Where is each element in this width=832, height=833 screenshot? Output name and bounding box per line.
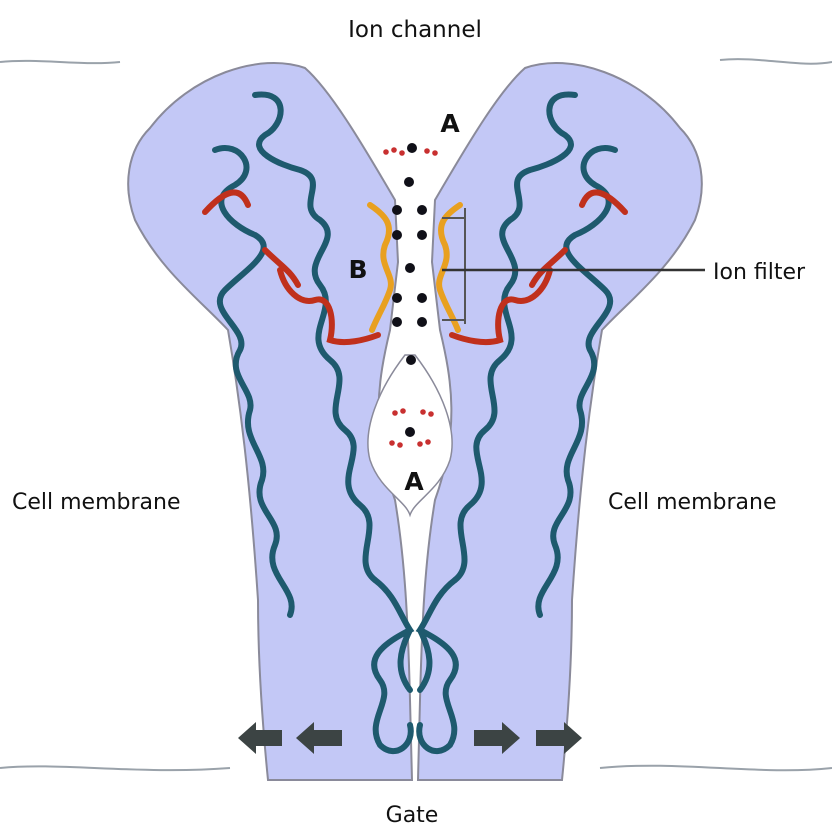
site-a-bottom-label: A — [404, 467, 424, 496]
site-a-top-label: A — [440, 109, 460, 138]
channel-protein-right — [418, 63, 702, 780]
site-b-label: B — [348, 255, 367, 284]
membrane-bottom-line — [0, 766, 832, 771]
membrane-left-label: Cell membrane — [12, 490, 180, 515]
title-label: Ion channel — [348, 17, 482, 43]
membrane-right-label: Cell membrane — [608, 490, 776, 515]
gate-label: Gate — [386, 803, 439, 828]
channel-protein-left — [128, 63, 412, 780]
filter-label: Ion filter — [713, 260, 806, 285]
membrane-top-line — [0, 59, 832, 64]
